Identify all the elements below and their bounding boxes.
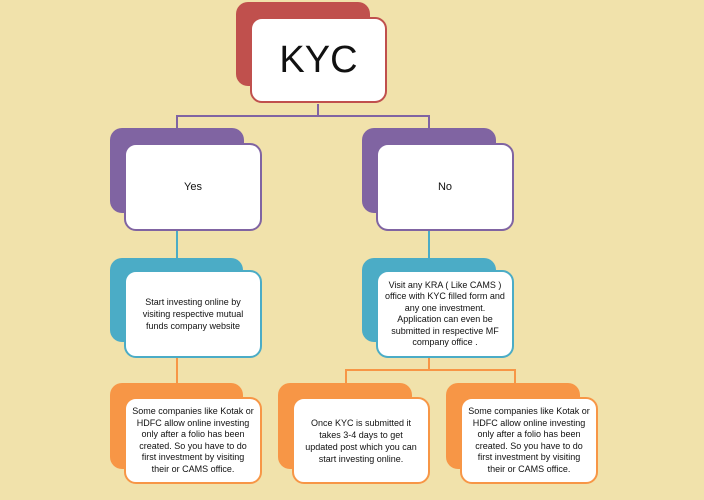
connector-no-down (428, 358, 430, 370)
connector-yes-step (176, 230, 178, 260)
root-node-label: KYC (279, 38, 358, 81)
no-note-left: Once KYC is submitted it takes 3-4 days … (292, 397, 430, 484)
no-step: Visit any KRA ( Like CAMS ) office with … (376, 270, 514, 358)
no-step-text: Visit any KRA ( Like CAMS ) office with … (385, 279, 505, 348)
yes-note-text: Some companies like Kotak or HDFC allow … (132, 406, 254, 474)
root-node: KYC (250, 17, 387, 103)
no-node-label: No (437, 181, 453, 193)
connector-root-branch (176, 115, 429, 117)
connector-no-step (428, 230, 430, 260)
yes-step: Start investing online by visiting respe… (124, 270, 262, 358)
connector-yes-note (176, 358, 178, 383)
no-note-left-text: Once KYC is submitted it takes 3-4 days … (305, 417, 417, 464)
yes-node-label: Yes (184, 181, 202, 193)
yes-node: Yes (124, 143, 262, 231)
no-node: No (376, 143, 514, 231)
connector-no-branch (345, 369, 516, 371)
connector-no-note-right (514, 369, 516, 384)
connector-root-down (317, 104, 319, 116)
yes-note: Some companies like Kotak or HDFC allow … (124, 397, 262, 484)
no-note-right: Some companies like Kotak or HDFC allow … (460, 397, 598, 484)
connector-no-note-left (345, 369, 347, 384)
yes-step-text: Start investing online by visiting respe… (142, 297, 244, 331)
no-note-right-text: Some companies like Kotak or HDFC allow … (468, 406, 590, 474)
